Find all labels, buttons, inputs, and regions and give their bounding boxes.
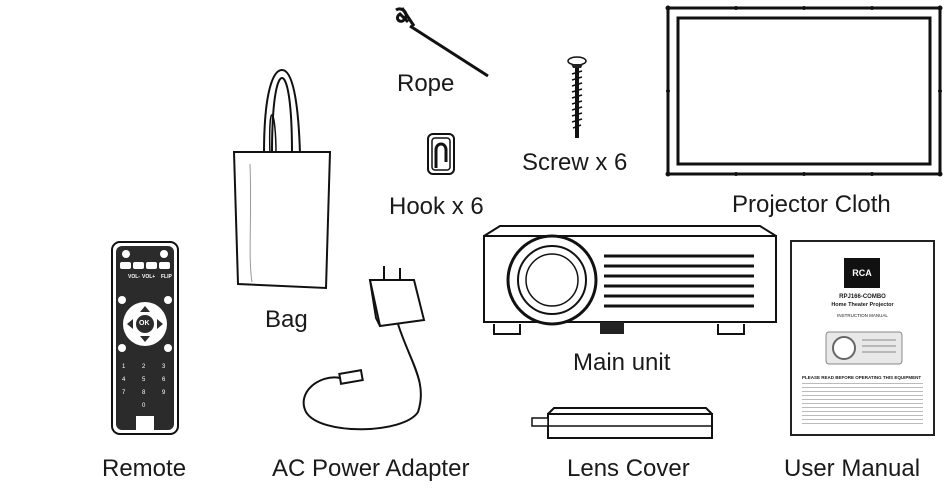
projector-cloth-illustration <box>665 5 943 177</box>
manual-model: RPJ166-COMBO <box>839 294 886 300</box>
manual-brand-logo: RCA <box>844 258 880 288</box>
manual-body-text <box>802 383 923 427</box>
projector-main-unit-illustration <box>483 225 777 335</box>
hook-illustration <box>427 133 455 175</box>
bag-illustration <box>232 68 332 290</box>
main-unit-label: Main unit <box>573 349 671 376</box>
manual-doc-type: INSTRUCTION MANUAL <box>837 313 888 318</box>
projector-cloth-label: Projector Cloth <box>732 191 891 218</box>
ac-adapter-illustration <box>302 266 426 431</box>
hook-label: Hook x 6 <box>389 193 484 220</box>
lens-cover-label: Lens Cover <box>567 455 690 482</box>
remote-vol-down-label: VOL- <box>128 274 140 280</box>
remote-key-4: 4 <box>122 377 126 383</box>
user-manual-label: User Manual <box>784 455 921 482</box>
rope-label: Rope <box>397 70 455 97</box>
remote-key-1: 1 <box>122 364 126 370</box>
lens-cover-illustration <box>531 407 713 439</box>
manual-notice: PLEASE READ BEFORE OPERATING THIS EQUIPM… <box>802 375 922 380</box>
remote-label: Remote <box>102 455 187 482</box>
remote-key-3: 3 <box>162 364 166 370</box>
remote-key-9: 9 <box>162 390 166 396</box>
remote-key-5: 5 <box>142 377 146 383</box>
remote-key-0: 0 <box>142 403 146 409</box>
screw-label: Screw x 6 <box>522 149 628 176</box>
bag-label: Bag <box>265 306 308 333</box>
user-manual-illustration: RCA RPJ166-COMBO Home Theater Projector … <box>790 240 935 436</box>
remote-vol-up-label: VOL+ <box>142 274 156 280</box>
remote-key-2: 2 <box>142 364 146 370</box>
rope-illustration <box>395 7 489 78</box>
remote-key-7: 7 <box>122 390 126 396</box>
remote-key-8: 8 <box>142 390 146 396</box>
manual-subtitle: Home Theater Projector <box>831 302 894 308</box>
remote-ok-label: OK <box>139 320 150 327</box>
ac-adapter-label: AC Power Adapter <box>272 455 470 482</box>
remote-key-6: 6 <box>162 377 166 383</box>
remote-flip-label: FLIP <box>161 274 172 280</box>
manual-projector-image <box>825 331 903 365</box>
remote-illustration: VOL- VOL+ FLIP OK 1 2 3 4 5 6 7 8 9 0 <box>110 240 180 436</box>
screw-illustration <box>567 56 587 138</box>
